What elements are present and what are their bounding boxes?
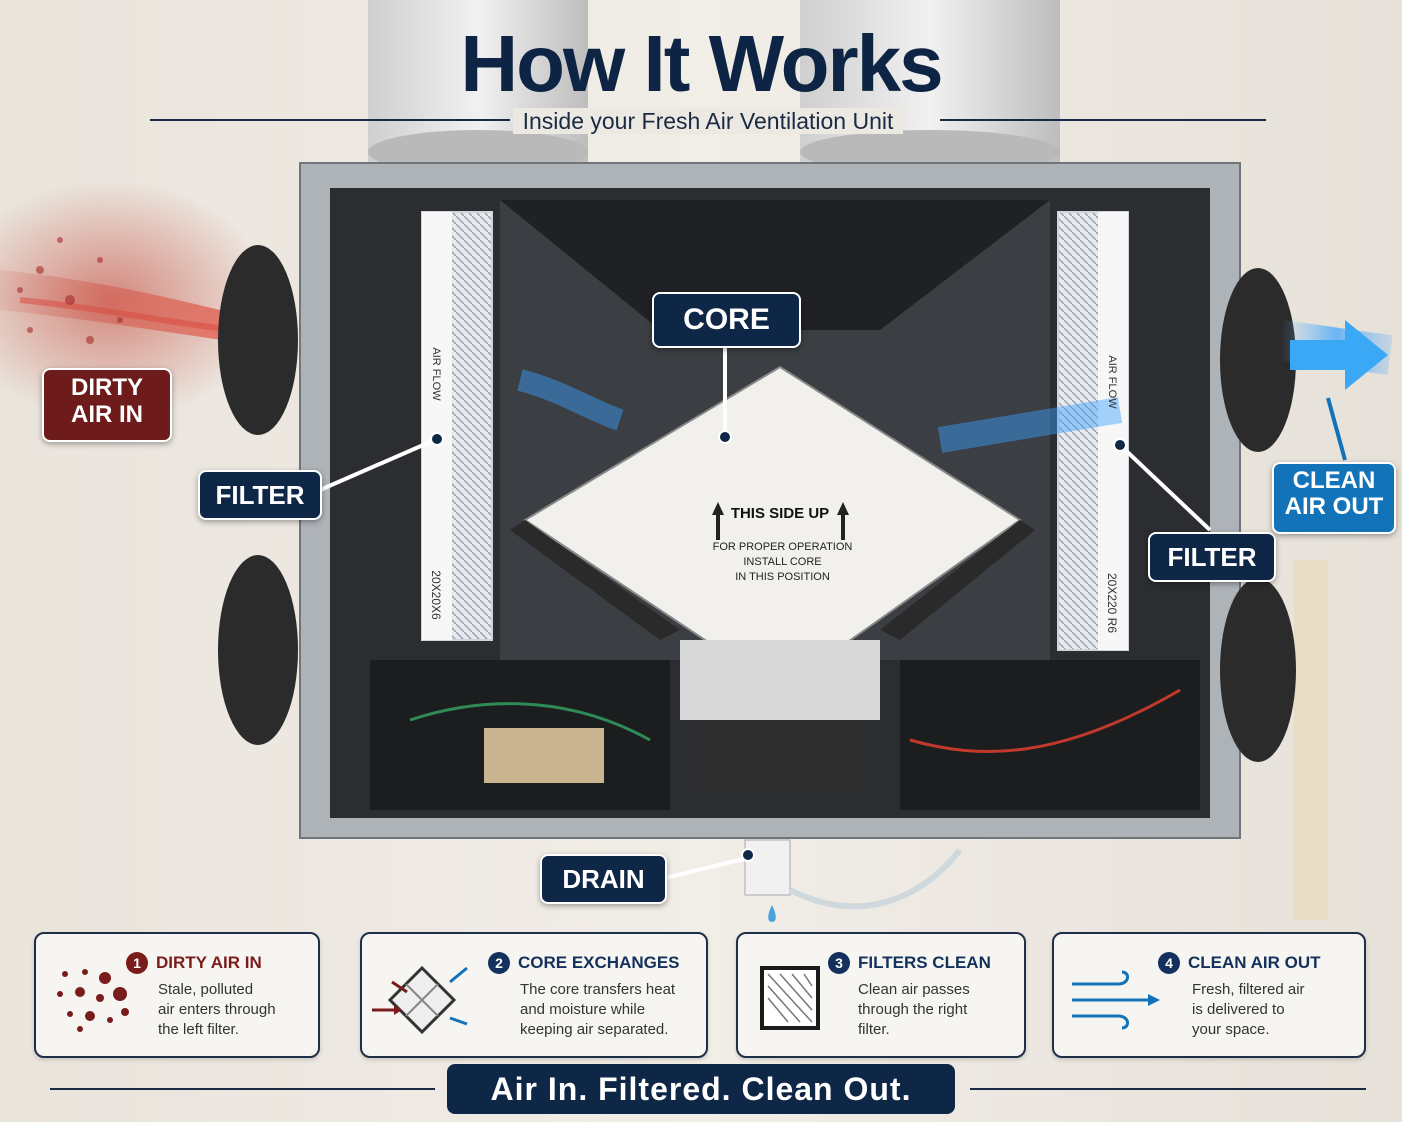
step-2-line2: and moisture while <box>520 1001 646 1018</box>
core-exchange-icon <box>372 965 468 1035</box>
port-left-top <box>218 245 298 435</box>
step-2-title-text: CORE EXCHANGES <box>518 953 680 972</box>
step-4-line1: Fresh, filtered air <box>1192 981 1305 998</box>
page-subtitle-text: Inside your Fresh Air Ventilation Unit <box>512 108 904 134</box>
airflow-icon <box>1072 970 1160 1030</box>
step-1-number: 1 <box>126 952 148 974</box>
step-3-line1: Clean air passes <box>858 981 970 998</box>
step-1-line3: the left filter. <box>158 1021 239 1038</box>
tagline-rule-left <box>50 1088 435 1090</box>
port-left-bottom <box>218 555 298 745</box>
step-2-line3: keeping air separated. <box>520 1021 669 1038</box>
core-note-line2: INSTALL CORE <box>743 556 822 568</box>
filter-right-size: 20X220 R6 <box>1105 572 1119 634</box>
step-card-3: 3 FILTERS CLEAN Clean air passes through … <box>736 932 1026 1058</box>
step-3-line3: filter. <box>858 1021 890 1038</box>
callout-filter-right: FILTER <box>1148 532 1276 582</box>
page-title: How It Works <box>460 19 943 108</box>
port-right-top <box>1220 268 1296 452</box>
step-card-2: 2 CORE EXCHANGES The core transfers heat … <box>360 932 708 1058</box>
step-2-title: 2 CORE EXCHANGES <box>488 952 680 974</box>
step-1-line2: air enters through <box>158 1001 276 1018</box>
callout-clean-air-out: CLEAN AIR OUT <box>1272 462 1396 534</box>
core-note: FOR PROPER OPERATION INSTALL CORE IN THI… <box>700 540 865 585</box>
callout-clean-line2: AIR OUT <box>1284 493 1384 520</box>
particles-icon <box>57 969 129 1032</box>
callout-drain: DRAIN <box>540 854 667 904</box>
step-4-line3: your space. <box>1192 1021 1270 1038</box>
subtitle-row: Inside your Fresh Air Ventilation Unit <box>150 108 1266 138</box>
tagline-row: Air In. Filtered. Clean Out. <box>50 1064 1366 1116</box>
transformer <box>484 728 604 783</box>
step-4-title: 4 CLEAN AIR OUT <box>1158 952 1321 974</box>
step-1-title: 1 DIRTY AIR IN <box>126 952 262 974</box>
step-2-body: The core transfers heat and moisture whi… <box>520 980 700 1040</box>
step-2-number: 2 <box>488 952 510 974</box>
core-note-line3: IN THIS POSITION <box>735 571 830 583</box>
callout-core: CORE <box>652 292 801 348</box>
step-1-line1: Stale, polluted <box>158 981 254 998</box>
step-4-line2: is delivered to <box>1192 1001 1285 1018</box>
callout-dirty-air-in: DIRTY AIR IN <box>42 368 172 442</box>
tagline: Air In. Filtered. Clean Out. <box>447 1064 955 1114</box>
step-3-number: 3 <box>828 952 850 974</box>
subtitle-rule-right <box>940 119 1266 121</box>
filter-left-size: 20X20X6 <box>429 570 443 620</box>
pipe <box>1294 560 1328 920</box>
step-4-title-text: CLEAN AIR OUT <box>1188 953 1321 972</box>
filter-icon <box>760 966 820 1030</box>
step-2-line1: The core transfers heat <box>520 981 676 998</box>
filter-right-airflow: AIR FLOW <box>1106 355 1118 409</box>
callout-dirty-line1: DIRTY <box>71 374 143 401</box>
callout-clean-line1: CLEAN <box>1292 467 1376 494</box>
core-note-line1: FOR PROPER OPERATION <box>712 541 853 553</box>
step-card-1: 1 DIRTY AIR IN Stale, polluted air enters… <box>34 932 320 1058</box>
subtitle-rule-left <box>150 119 510 121</box>
callout-dirty-line2: AIR IN <box>71 401 143 428</box>
filter-left-airflow: AIR FLOW <box>430 347 442 401</box>
step-4-body: Fresh, filtered air is delivered to your… <box>1192 980 1357 1040</box>
drop <box>768 905 776 922</box>
port-right-bottom <box>1220 578 1296 762</box>
step-4-number: 4 <box>1158 952 1180 974</box>
step-1-body: Stale, polluted air enters through the l… <box>158 980 343 1040</box>
tagline-rule-right <box>970 1088 1366 1090</box>
clean-air-arrow <box>1290 320 1388 390</box>
callout-filter-left: FILTER <box>198 470 322 520</box>
step-1-title-text: DIRTY AIR IN <box>156 953 262 972</box>
step-card-4: 4 CLEAN AIR OUT Fresh, filtered air is de… <box>1052 932 1366 1058</box>
page-subtitle: Inside your Fresh Air Ventilation Unit <box>150 108 1266 135</box>
core-side-up-label: THIS SIDE UP <box>730 505 830 522</box>
step-3-body: Clean air passes through the right filte… <box>858 980 1018 1040</box>
step-3-title: 3 FILTERS CLEAN <box>828 952 991 974</box>
step-3-title-text: FILTERS CLEAN <box>858 953 991 972</box>
step-3-line2: through the right <box>858 1001 968 1018</box>
